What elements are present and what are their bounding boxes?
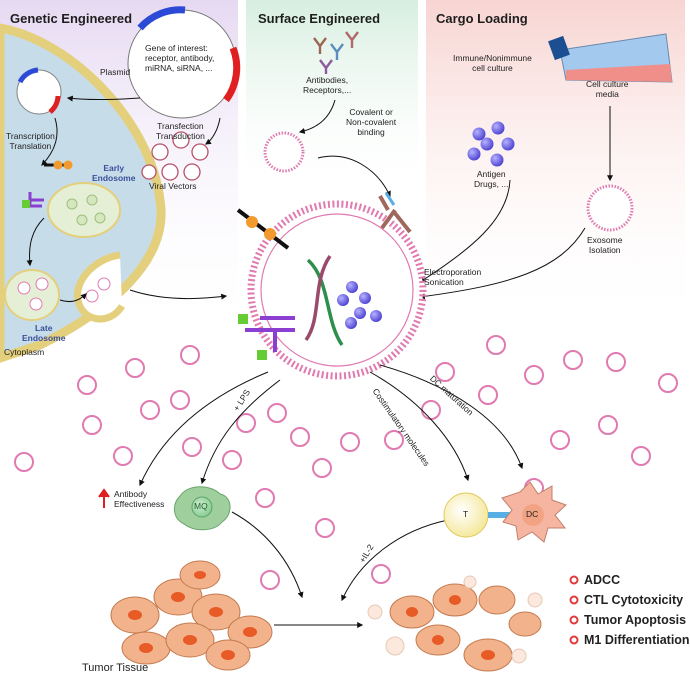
surface-vesicle (263, 131, 305, 173)
plasmid (127, 6, 241, 119)
cargo-title: Cargo Loading (436, 11, 528, 26)
scattered-exosomes (14, 335, 678, 590)
mq-label: MQ (194, 501, 208, 511)
macrophage (174, 486, 231, 531)
gene-interest-label: Gene of interest:receptor, antibody,miRN… (145, 43, 215, 73)
isolated-exosome (586, 184, 634, 232)
surface-panel (246, 0, 418, 200)
plasmid-label: Plasmid (100, 67, 131, 77)
dc-label: DC (526, 509, 539, 519)
viral-vectors-label: Viral Vectors (149, 181, 197, 191)
receptor-construct (22, 160, 73, 208)
late-endosome (4, 269, 60, 321)
tumor-tissue-label: Tumor Tissue (82, 662, 149, 674)
antibodies-label: Antibodies,Receptors,... (303, 75, 352, 95)
antibodies-icons (313, 31, 359, 74)
t-cell (443, 492, 510, 538)
culture-flask-icon (548, 33, 673, 83)
outcome-bullets (569, 575, 579, 645)
early-endosome (47, 182, 121, 238)
small-plasmid (16, 67, 62, 115)
surface-title: Surface Engineered (258, 11, 381, 26)
t-cell-label: T (463, 509, 469, 519)
outcome-m1: M1 Differentiation (584, 633, 690, 647)
outcome-adcc: ADCC (584, 573, 621, 587)
antigen-particles (467, 121, 515, 167)
genetic-title: Genetic Engineered (10, 11, 133, 26)
cytoplasm-label: Cytoplasm (4, 347, 45, 357)
increase-arrow-icon (98, 488, 110, 508)
cell-debris (367, 575, 543, 664)
central-exosome (236, 192, 427, 380)
viral-vectors (141, 131, 209, 181)
outcome-ctl: CTL Cytotoxicity (584, 593, 684, 607)
dendritic-cell (501, 481, 567, 543)
outcome-apoptosis: Tumor Apoptosis (584, 613, 687, 627)
